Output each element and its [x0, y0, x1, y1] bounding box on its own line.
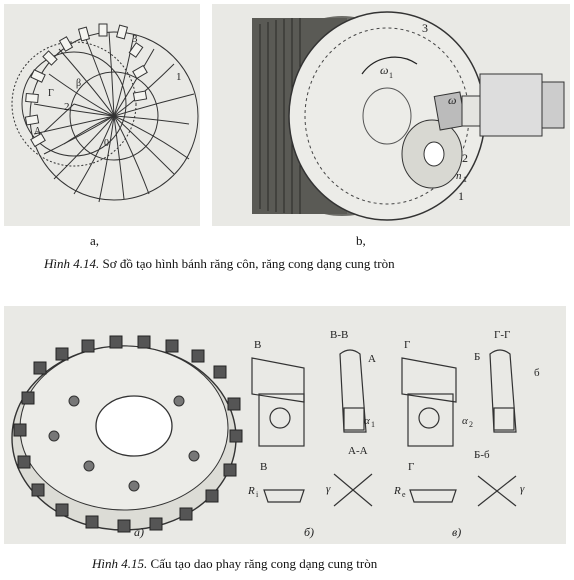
panel-b-label: b, — [356, 233, 366, 248]
svg-text:б: б — [534, 367, 540, 379]
svg-text:1: 1 — [389, 71, 393, 80]
svg-text:2: 2 — [462, 151, 468, 165]
svg-text:А: А — [368, 353, 376, 365]
svg-text:γ: γ — [520, 483, 525, 495]
svg-text:α: α — [364, 415, 370, 427]
svg-text:α: α — [462, 415, 468, 427]
svg-text:ω: ω — [448, 93, 456, 107]
bevel-gear-scheme-drawing: 3 1 2 A Г β 0 — [11, 23, 199, 203]
svg-text:В: В — [260, 461, 267, 473]
svg-text:A: A — [34, 126, 42, 137]
svg-text:A-A: A-A — [348, 445, 368, 457]
svg-text:1: 1 — [463, 175, 467, 184]
svg-text:а): а) — [134, 525, 144, 539]
svg-text:Г-Г: Г-Г — [494, 329, 510, 341]
svg-text:Г: Г — [48, 88, 54, 99]
caption-text-415: Cấu tạo dao phay răng cong dạng cung trò… — [150, 556, 378, 571]
svg-text:б): б) — [304, 525, 314, 539]
svg-text:в): в) — [452, 525, 461, 539]
svg-text:Г: Г — [404, 339, 410, 351]
svg-text:n: n — [456, 170, 462, 182]
svg-text:Г: Г — [408, 461, 414, 473]
svg-text:1: 1 — [176, 71, 182, 83]
svg-text:i: i — [256, 490, 259, 499]
svg-text:Б-б: Б-б — [474, 449, 490, 461]
svg-text:R: R — [247, 485, 255, 497]
svg-text:В: В — [254, 339, 261, 351]
svg-text:В-В: В-В — [330, 329, 348, 341]
figure-4-14-caption: Hình 4.14. Sơ đồ tạo hình bánh răng côn,… — [44, 256, 395, 272]
svg-text:2: 2 — [469, 420, 473, 429]
figure-4-15-caption: Hình 4.15. Cấu tạo dao phay răng cong dạ… — [92, 556, 377, 572]
svg-text:1: 1 — [458, 189, 464, 203]
svg-text:e: e — [402, 490, 406, 499]
gear-cutting-machine-drawing: 3 ω 1 ω 2 n 1 1 — [252, 11, 565, 221]
svg-text:3: 3 — [422, 21, 428, 35]
svg-text:3: 3 — [132, 33, 138, 45]
svg-text:R: R — [393, 485, 401, 497]
svg-text:0: 0 — [104, 138, 109, 149]
svg-text:Б: Б — [474, 351, 480, 363]
caption-prefix-415: Hình 4.15. — [92, 556, 148, 571]
svg-text:1: 1 — [371, 420, 375, 429]
svg-text:γ: γ — [326, 483, 331, 495]
svg-text:ω: ω — [380, 63, 388, 77]
svg-text:β: β — [76, 78, 81, 89]
svg-text:2: 2 — [64, 101, 70, 113]
caption-prefix: Hình 4.14. — [44, 256, 100, 271]
caption-text: Sơ đồ tạo hình bánh răng côn, răng cong … — [102, 256, 395, 271]
figure-4-14-panel-a: 3 1 2 A Г β 0 — [4, 4, 200, 226]
figure-4-14-panel-b: 3 ω 1 ω 2 n 1 1 — [212, 4, 570, 226]
panel-a-label: a, — [90, 233, 100, 248]
